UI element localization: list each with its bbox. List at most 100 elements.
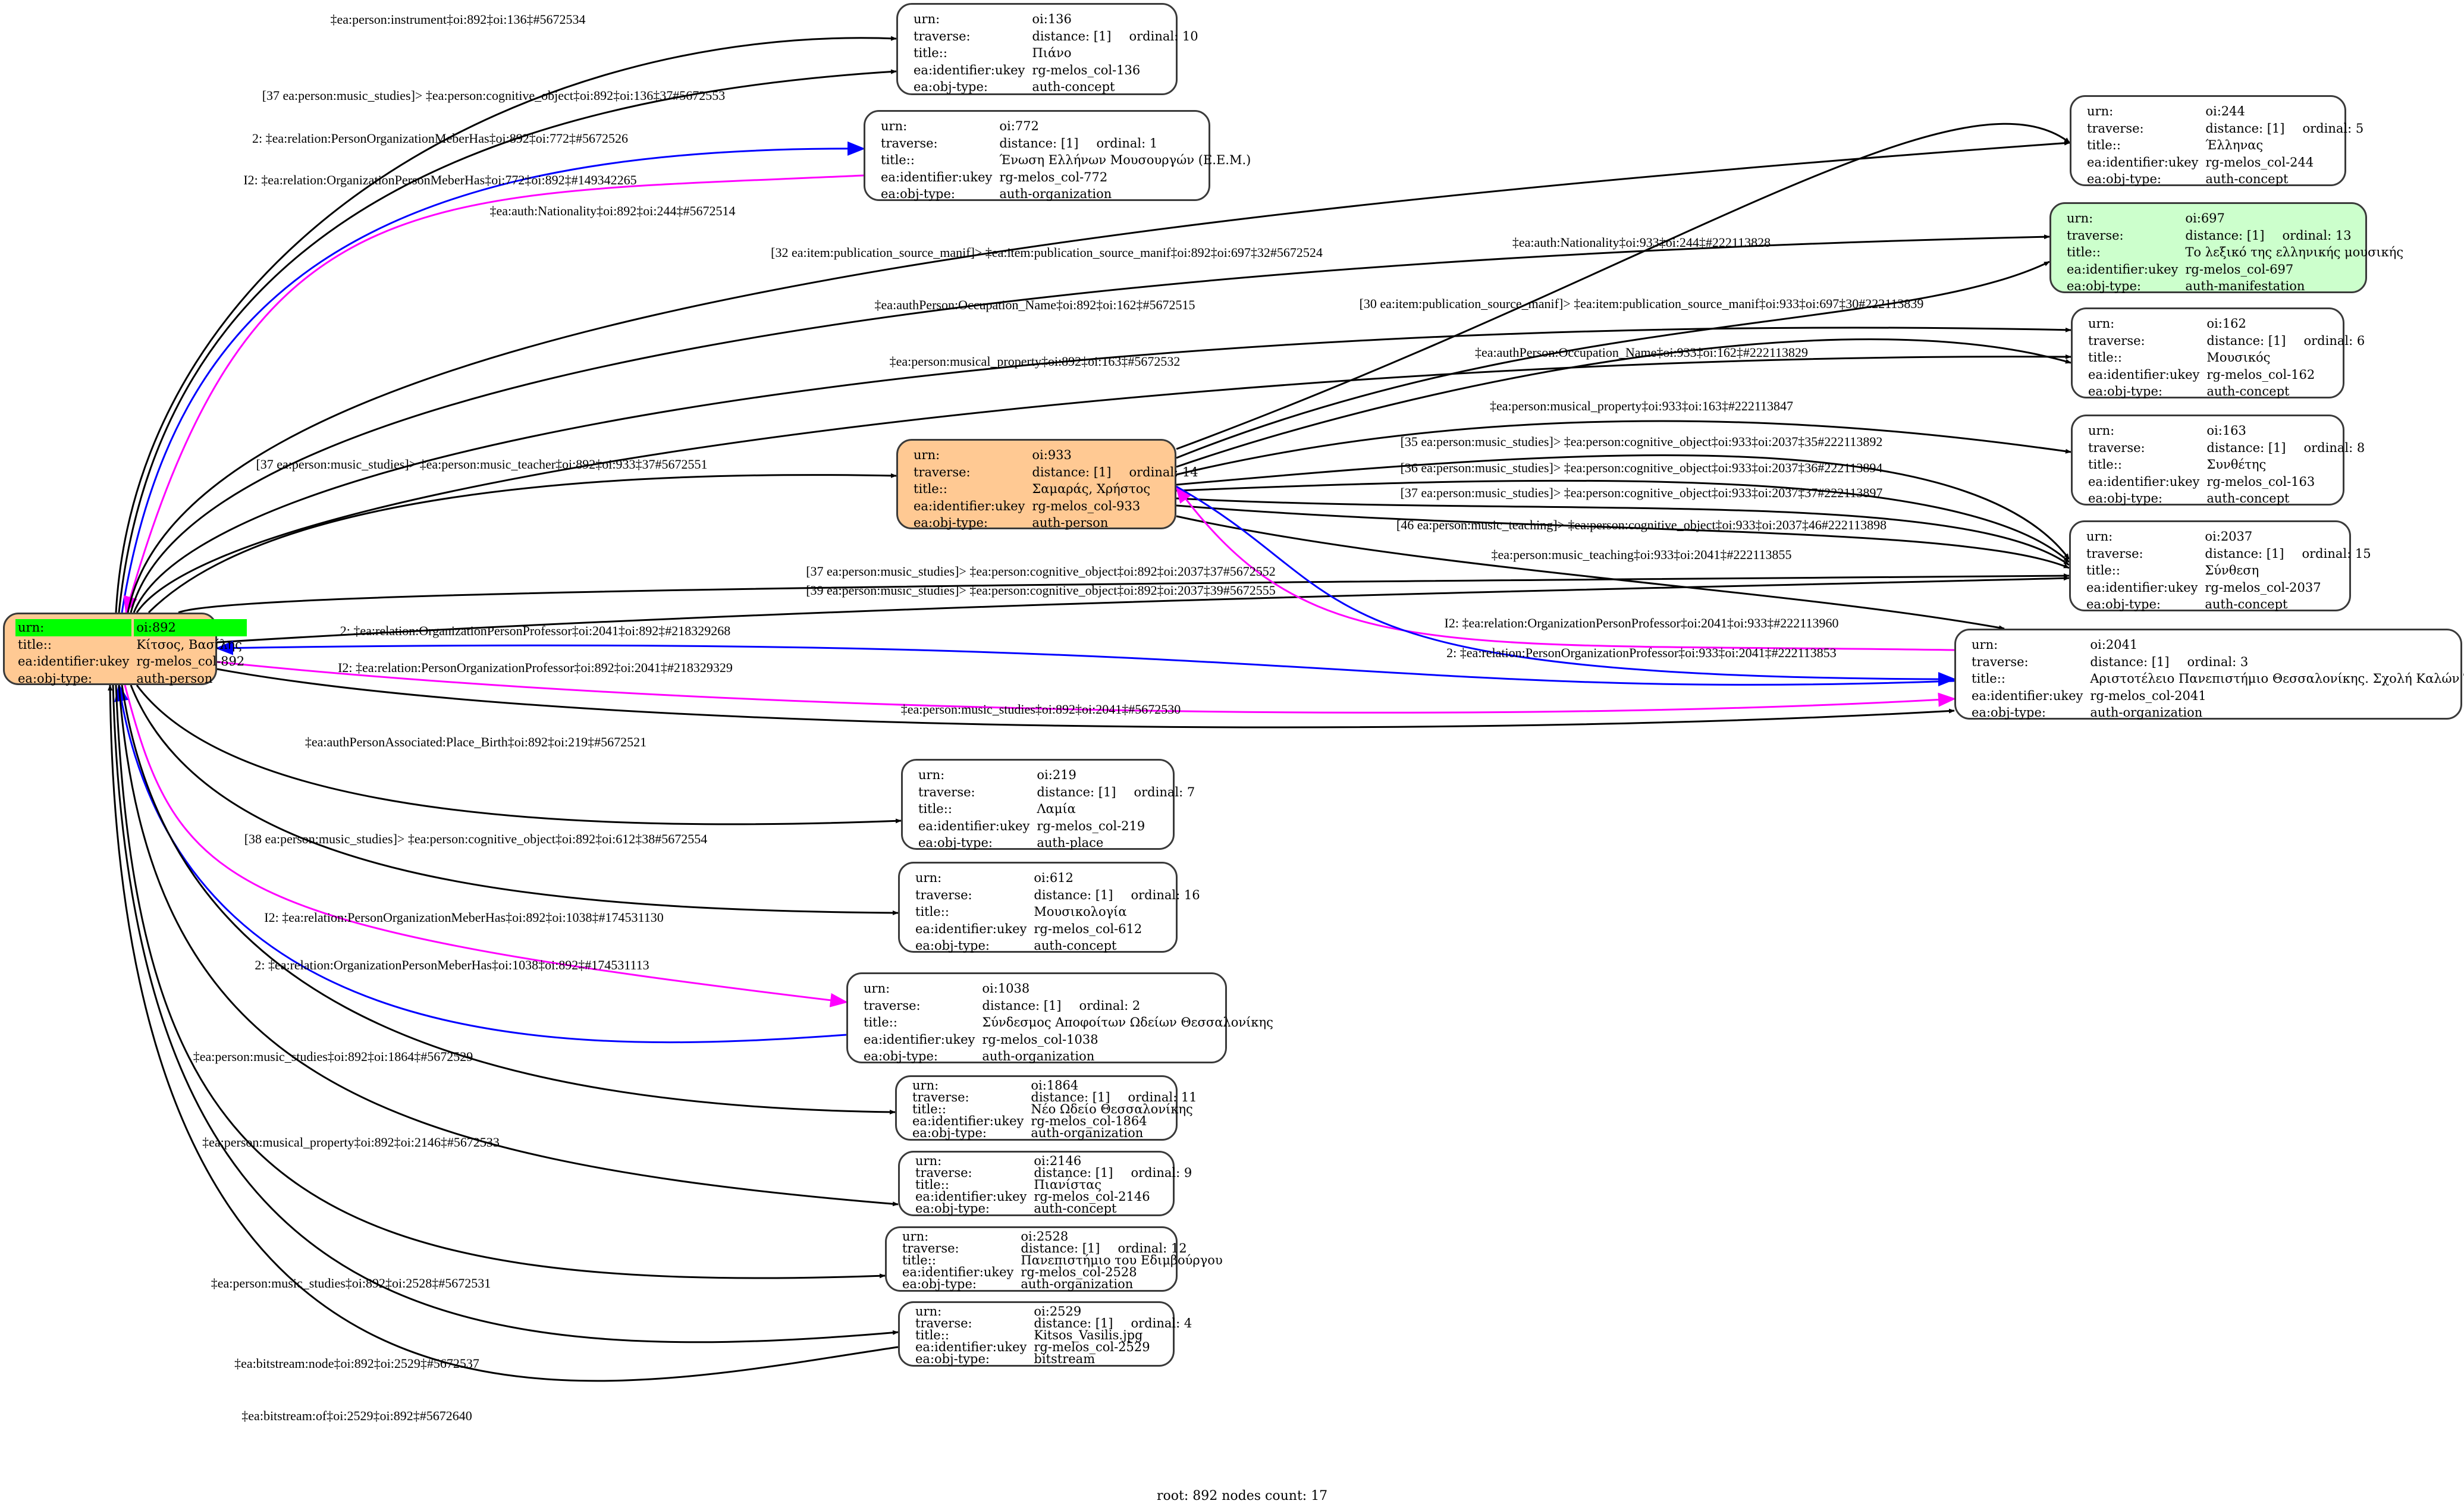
label-ukey: ea:identifier:ukey xyxy=(1972,688,2083,703)
edge-933-to-2041[interactable] xyxy=(1176,485,1956,686)
edge-892-to-2041[interactable] xyxy=(216,661,1956,714)
edge-933-to-2037[interactable] xyxy=(1176,454,2070,560)
edge-892-to-162[interactable] xyxy=(133,327,2071,613)
edge-892-to-136[interactable] xyxy=(118,69,897,613)
edge-933-to-2037[interactable] xyxy=(1176,504,2070,569)
edge-label: 2: ‡ea:relation:PersonOrganizationProfes… xyxy=(1446,645,1837,660)
node-row: traverse:distance: [1]ordinal: 12 xyxy=(900,1241,1225,1255)
node-row: ea:obj-type:auth-organization xyxy=(878,186,1253,203)
node-ukey: rg-melos_col-697 xyxy=(2185,262,2294,277)
edge-892-to-1038[interactable] xyxy=(124,685,848,1007)
edge-933-to-162[interactable] xyxy=(1176,338,2071,468)
label-urn: urn: xyxy=(881,119,908,133)
node-ukey: rg-melos_col-892 xyxy=(136,654,245,669)
node-urn: oi:697 xyxy=(2185,211,2225,225)
edge-933-to-2037[interactable] xyxy=(1176,479,2070,563)
edge-label: ‡ea:person:music_studies‡oi:892‡oi:2528‡… xyxy=(211,1276,491,1291)
node-traverse: distance: [1]ordinal: 12 xyxy=(1018,1241,1225,1255)
edge-892-to-163[interactable] xyxy=(136,354,2071,613)
node-ukey: rg-melos_col-1038 xyxy=(982,1032,1098,1047)
node-row: traverse:distance: [1]ordinal: 6 xyxy=(2086,332,2367,350)
label-objtype: ea:obj-type: xyxy=(912,1126,987,1140)
edge-label: [39 ea:person:music_studies]> ‡ea:person… xyxy=(806,583,1276,598)
label-objtype: ea:obj-type: xyxy=(914,80,988,95)
node-title: Νέο Ωδείο Θεσσαλονίκης xyxy=(1031,1102,1193,1116)
node-row: title::Ένωση Ελλήνων Μουσουργών (Ε.Ε.Μ.) xyxy=(878,152,1253,169)
node-row: traverse:distance: [1]ordinal: 15 xyxy=(2084,545,2374,563)
edge-892-to-2037[interactable] xyxy=(216,576,2070,643)
label-ukey: ea:identifier:ukey xyxy=(915,1340,1027,1354)
edge-933-to-2041[interactable] xyxy=(1176,515,2005,630)
node-row: title::Μουσικολογία xyxy=(913,903,1203,921)
node-ukey: rg-melos_col-2528 xyxy=(1021,1265,1137,1279)
edge-label: ‡ea:person:music_studies‡oi:892‡oi:1864‡… xyxy=(193,1049,473,1064)
node-traverse: distance: [1]ordinal: 7 xyxy=(1034,784,1197,801)
edge-892-to-2037[interactable] xyxy=(178,573,2070,614)
edge-772-to-892[interactable] xyxy=(123,174,864,614)
edge-label: [38 ea:person:music_studies]> ‡ea:person… xyxy=(244,831,708,846)
node-distance: distance: [1] xyxy=(999,136,1079,150)
node-title: Ένωση Ελλήνων Μουσουργών (Ε.Ε.Μ.) xyxy=(999,153,1251,168)
node-distance: distance: [1] xyxy=(1021,1241,1100,1255)
edge-892-to-933[interactable] xyxy=(147,473,897,614)
edge-892-to-2041[interactable] xyxy=(216,668,1955,729)
edge-892-to-697[interactable] xyxy=(130,234,2050,613)
edge-892-to-219[interactable] xyxy=(136,685,902,825)
label-traverse: traverse: xyxy=(914,29,971,43)
node-urn: oi:933 xyxy=(1032,448,1072,462)
edge-892-to-772[interactable] xyxy=(121,141,865,613)
edge-892-to-2528[interactable] xyxy=(115,685,886,1279)
node-distance: distance: [1] xyxy=(1037,784,1116,799)
edge-892-to-244[interactable] xyxy=(127,140,2070,613)
node-traverse: distance: [1]ordinal: 8 xyxy=(2204,439,2367,457)
label-title: title:: xyxy=(2088,350,2122,365)
edge-892-to-1864[interactable] xyxy=(121,685,896,1115)
edge-label: I2: ‡ea:relation:PersonOrganizationMeber… xyxy=(264,910,663,925)
node-urn: oi:2528 xyxy=(1021,1229,1069,1244)
node-row: urn:oi:2529 xyxy=(913,1305,1194,1318)
edge-933-to-697[interactable] xyxy=(1176,260,2050,459)
label-title: title:: xyxy=(912,1102,946,1116)
edge-2529-to-892[interactable] xyxy=(108,685,899,1382)
edge-2041-to-933[interactable] xyxy=(1175,485,1955,651)
node-title: Μουσικός xyxy=(2206,350,2271,365)
label-urn: urn: xyxy=(2067,211,2093,225)
edge-2041-to-892[interactable] xyxy=(215,641,1955,686)
node-ordinal: ordinal: 15 xyxy=(2302,546,2371,561)
edge-933-to-244[interactable] xyxy=(1176,123,2070,450)
graph-node-root[interactable]: urn: oi:892 title:: Κίτσος, Βασίλης ea:i… xyxy=(3,613,247,686)
node-row: title::Πιανίστας xyxy=(913,1179,1194,1191)
node-objtype: auth-place xyxy=(1037,836,1104,850)
edge-892-to-2146[interactable] xyxy=(118,685,899,1207)
node-title: Αριστοτέλειο Πανεπιστήμιο Θεσσαλονίκης. … xyxy=(2090,671,2464,686)
node-objtype: auth-concept xyxy=(1032,80,1115,95)
edge-892-to-2529[interactable] xyxy=(112,685,899,1343)
node-properties: urn: oi:892 title:: Κίτσος, Βασίλης ea:i… xyxy=(13,619,249,687)
node-title: Συνθέτης xyxy=(2206,457,2267,472)
edge-892-to-612[interactable] xyxy=(130,685,899,915)
label-title: title:: xyxy=(2088,457,2122,472)
edge-933-to-163[interactable] xyxy=(1176,420,2071,476)
edge-892-to-136[interactable] xyxy=(115,36,897,613)
edge-933-to-2037[interactable] xyxy=(1176,497,2070,566)
